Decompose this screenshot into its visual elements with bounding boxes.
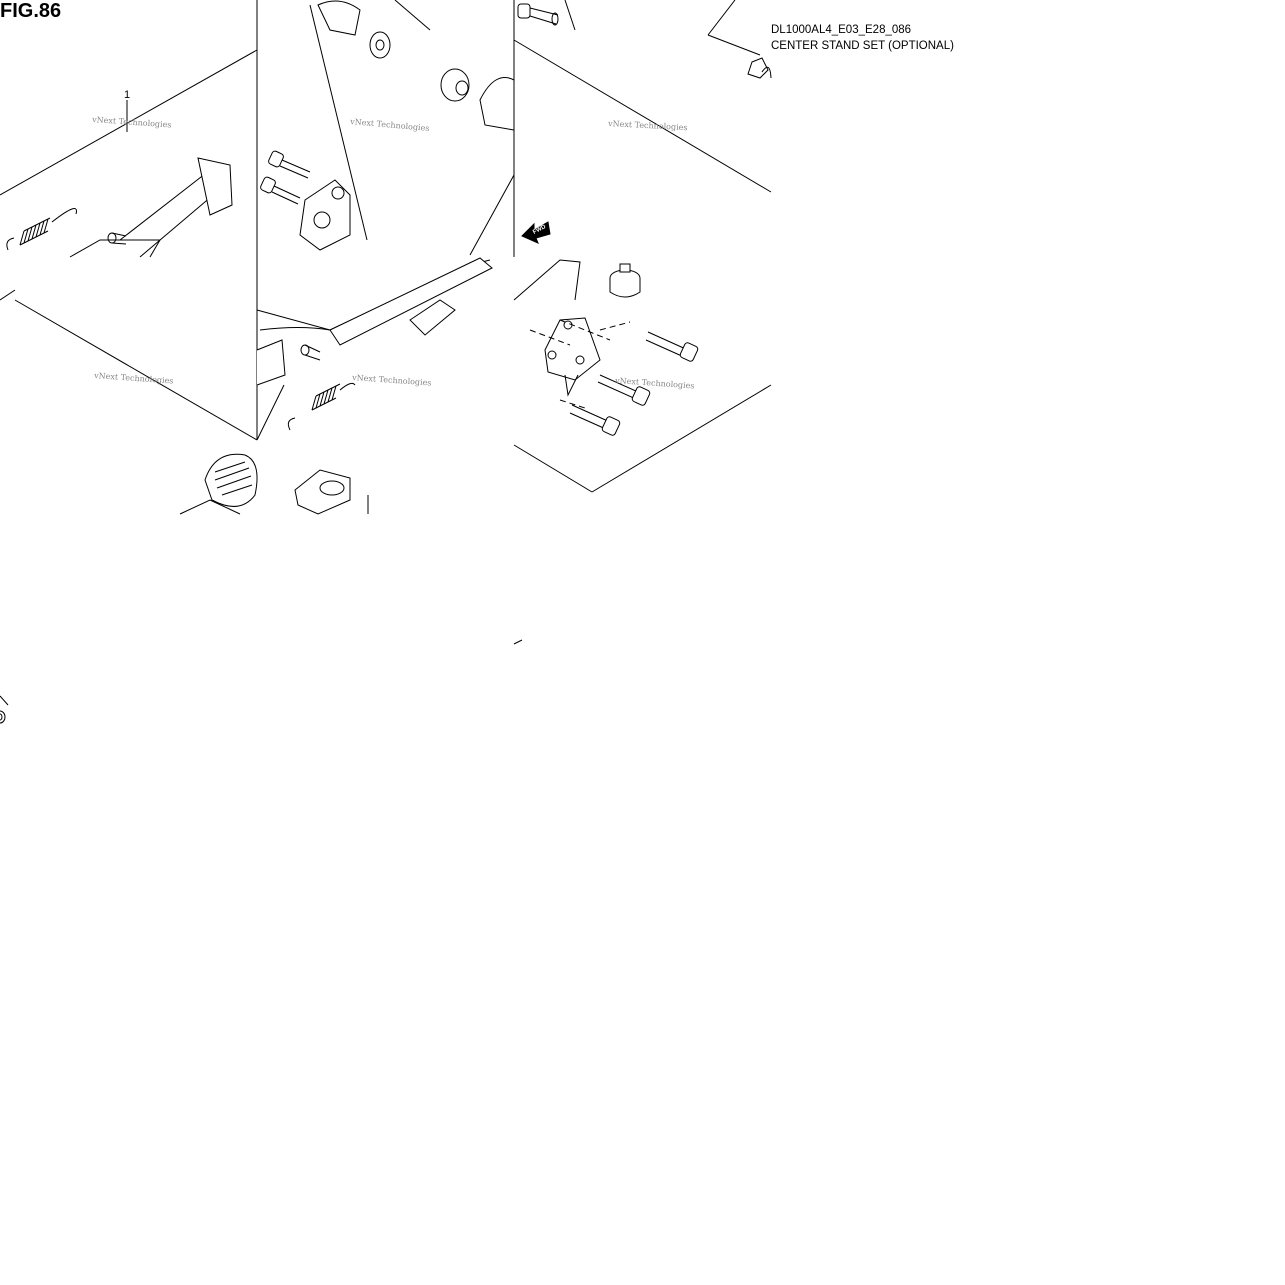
tile-middle-left: vNext Technologies [0,257,258,515]
watermark: vNext Technologies [349,117,430,133]
tile-top-left: 1 vNext Technologies [0,0,258,258]
figure-title: FIG.86 [0,0,62,22]
watermark: vNext Technologies [93,371,174,386]
figure-code: DL1000AL4_E03_E28_086 [771,24,912,36]
watermark: vNext Technologies [607,119,688,132]
damper-part [609,263,641,298]
spring-part [6,208,77,251]
bolt-part [645,331,699,362]
tile-middle-right: vNext Technologies [513,259,772,493]
bracket-plate-part [544,317,601,397]
pin-part [107,232,127,245]
nut-part [747,57,772,79]
bolt-part [569,404,621,436]
bolt-part [597,374,651,406]
spring-part [287,382,356,431]
tile-top-right: FWD vNext Technologies [513,0,772,257]
bushing-part [369,31,515,131]
stopper-part [294,469,369,515]
bolt-part [517,3,559,26]
figure-caption: DL1000AL4_E03_E28_086 CENTER STAND SET (… [771,22,954,54]
foot-pad-part [204,453,258,507]
bolt-part [260,150,311,205]
figure-description: CENTER STAND SET (OPTIONAL) [771,40,954,52]
tile-top-middle: vNext Technologies [260,0,515,256]
watermark: vNext Technologies [614,376,695,391]
pin-part [300,344,321,361]
watermark: vNext Technologies [351,373,432,388]
bracket-part [299,179,351,251]
stand-leg-part [329,257,493,346]
callout-1: 1 [124,89,130,101]
fwd-arrow-icon: FWD [521,221,551,244]
tile-middle-center: vNext Technologies [256,257,493,515]
tile-fragment-lower [0,639,523,724]
watermark: vNext Technologies [91,115,172,130]
